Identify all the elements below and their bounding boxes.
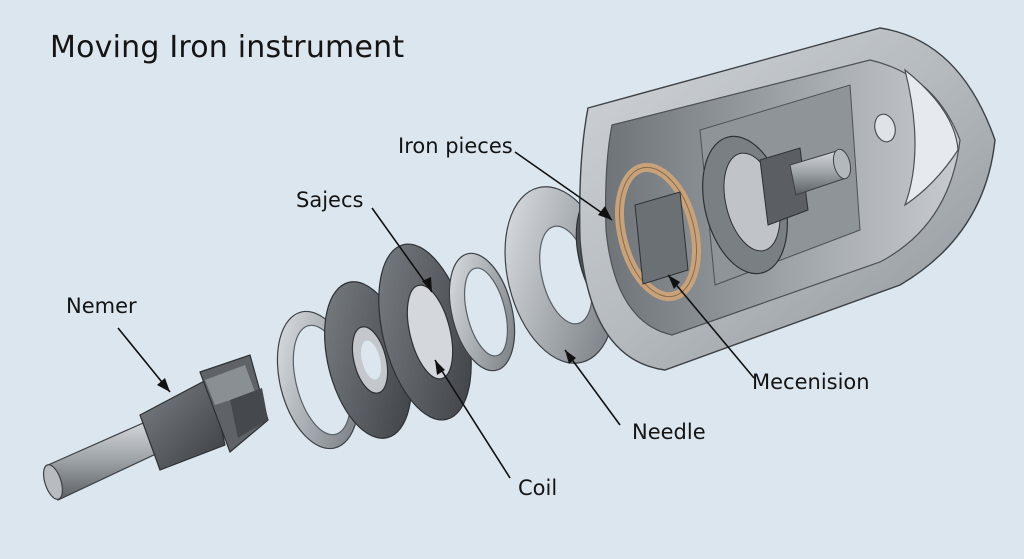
label-coil: Coil [518, 476, 558, 500]
label-iron-pieces: Iron pieces [398, 134, 513, 158]
arrow-needle [565, 350, 576, 364]
label-needle: Needle [632, 420, 706, 444]
label-mecenision: Mecenision [752, 370, 870, 394]
label-sajecs: Sajecs [296, 188, 364, 212]
housing [578, 27, 996, 371]
arrow-nemer [157, 378, 170, 392]
leader-sajecs [371, 207, 433, 293]
ring-4 [448, 252, 516, 372]
ring-3-coil [378, 243, 472, 421]
nemer-connector [42, 354, 269, 501]
leader-needle [564, 349, 621, 426]
leader-iron-pieces [514, 151, 613, 221]
arrow-iron-pieces [598, 206, 612, 220]
leader-arrowheads [157, 206, 680, 392]
arrow-mecenision [668, 275, 680, 289]
arrow-sajecs [422, 277, 432, 292]
label-nemer: Nemer [66, 294, 137, 318]
diagram-title: Moving Iron instrument [50, 30, 405, 65]
leader-mecenision [667, 274, 755, 379]
arrow-coil [435, 360, 445, 375]
leader-coil [434, 359, 511, 479]
